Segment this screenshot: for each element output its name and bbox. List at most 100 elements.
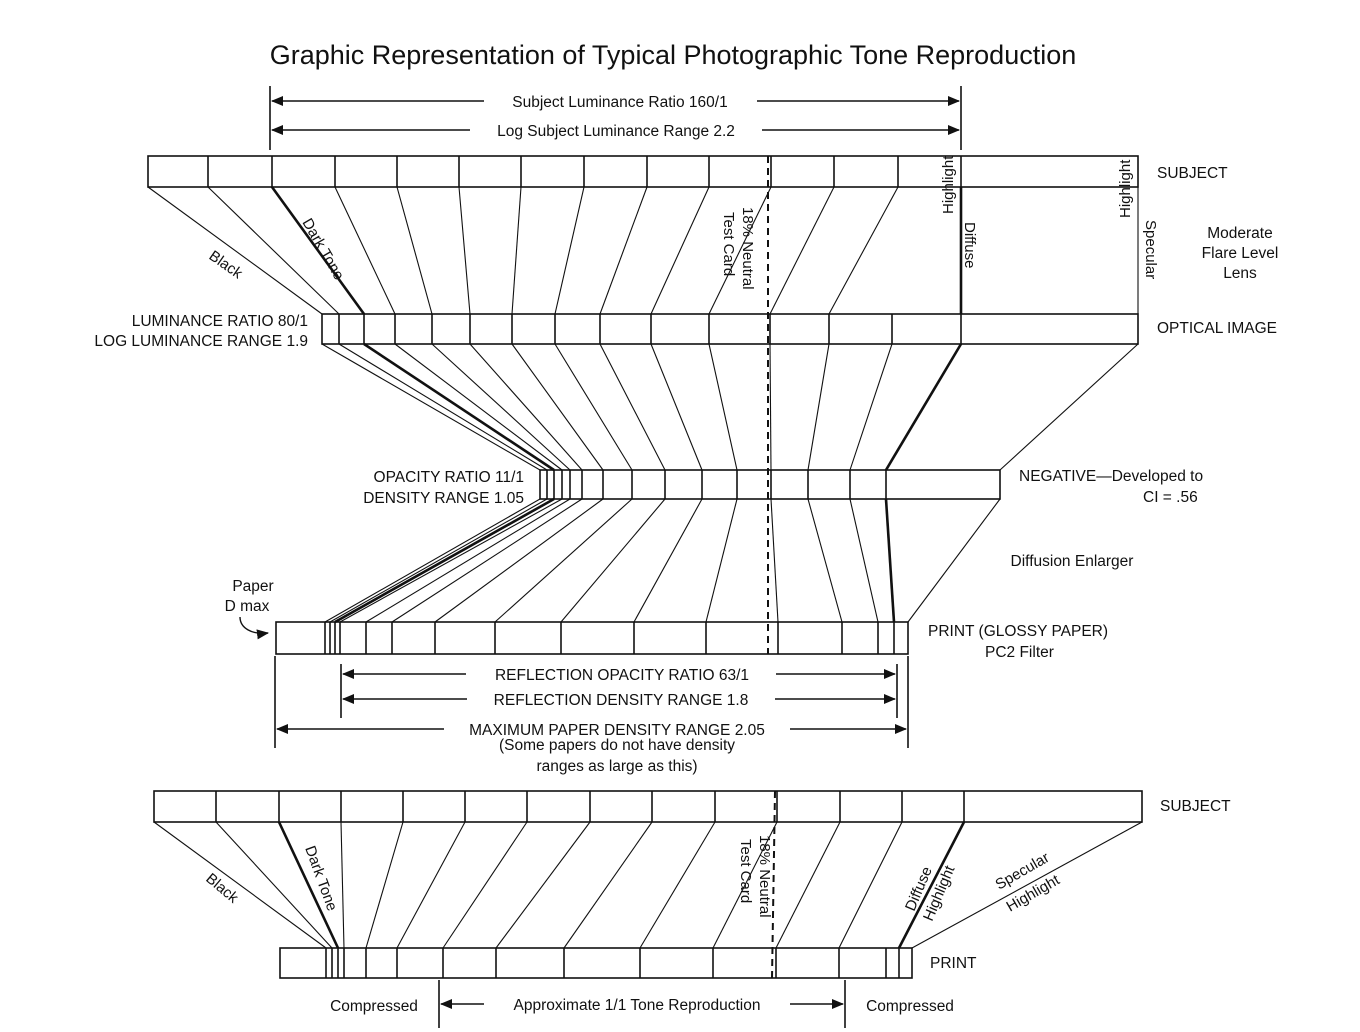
subject-to-optical-line — [769, 186, 835, 315]
subject-to-print-line — [396, 821, 466, 949]
subject-to-print-line — [563, 821, 653, 949]
bottom-neutral-label-line2: Test Card — [737, 839, 754, 903]
subject-to-print-line — [495, 821, 591, 949]
optical-to-negative-line — [708, 343, 738, 471]
subj-strip — [147, 155, 1139, 188]
subject-to-optical-line — [458, 186, 471, 315]
optical-to-negative-line — [999, 343, 1139, 471]
subject-to-print-line — [712, 821, 778, 949]
subject-luminance-ratio-label: Subject Luminance Ratio 160/1 — [512, 94, 727, 111]
neutral-card-label-line1: 18% Neutral — [739, 207, 756, 290]
paper-dmax-arrow — [239, 616, 269, 640]
negative-to-print-line — [324, 498, 541, 623]
luminance-ratio-label: LUMINANCE RATIO 80/1 — [132, 313, 308, 330]
subject-to-print-line — [215, 821, 333, 949]
optical-to-negative-line — [884, 343, 963, 471]
paper-density-note-line1: (Some papers do not have density — [499, 737, 735, 754]
negative-ci-label: CI = .56 — [1143, 489, 1198, 506]
paper-dmax-label-line1: Paper — [232, 578, 273, 595]
specular-highlight-label: Highlight — [1117, 159, 1134, 218]
optical-to-negative-line — [431, 343, 571, 471]
subject-to-optical-line — [334, 186, 396, 315]
optical-to-negative-line — [769, 343, 772, 471]
negative-to-print-line — [365, 498, 571, 623]
negative-to-print-line — [434, 498, 604, 623]
subject-to-print-line — [365, 821, 404, 949]
bottom-black-tone-label: Black — [202, 870, 241, 907]
negative-to-print-line — [339, 498, 563, 623]
optical-image-stage-label: OPTICAL IMAGE — [1157, 320, 1277, 337]
max-paper-density-range-label: MAXIMUM PAPER DENSITY RANGE 2.05 — [469, 722, 765, 739]
subject-to-print-line — [639, 821, 716, 949]
compressed-left-label: Compressed — [330, 998, 418, 1015]
dark-tone-label: Dark Tone — [299, 216, 348, 283]
paper-density-note-line2: ranges as large as this) — [536, 758, 697, 775]
subject-to-print-line — [897, 821, 966, 949]
optical-to-negative-line — [469, 343, 583, 471]
diffuse-highlight-label: Highlight — [940, 155, 957, 214]
opacity-ratio-label: OPACITY RATIO 11/1 — [374, 469, 524, 486]
negative-to-print-line — [907, 498, 1001, 623]
subject-to-optical-line — [270, 186, 366, 315]
bottom-neutral-label-line1: 18% Neutral — [756, 835, 773, 918]
negative-to-print-line — [391, 498, 583, 623]
density-range-label: DENSITY RANGE 1.05 — [363, 490, 524, 507]
opt-strip — [321, 313, 1139, 345]
log-subject-luminance-range-label: Log Subject Luminance Range 2.2 — [497, 123, 735, 140]
subject-to-optical-line — [599, 186, 648, 315]
optical-to-negative-line — [394, 343, 563, 471]
print-filter-label: PC2 Filter — [985, 644, 1054, 661]
subject-to-optical-line — [554, 186, 585, 315]
neg-strip — [539, 469, 1001, 500]
black-tone-label: Black — [206, 247, 246, 282]
neutral-card-label-line2: Test Card — [720, 212, 737, 276]
subject-to-optical-line — [708, 186, 772, 315]
reflection-opacity-ratio-label: REFLECTION OPACITY RATIO 63/1 — [495, 667, 749, 684]
optical-to-negative-line — [511, 343, 604, 471]
paper-dmax-label-line2: D max — [225, 598, 270, 615]
optical-to-negative-line — [807, 343, 830, 471]
subject-to-optical-line — [207, 186, 340, 315]
optical-to-negative-line — [338, 343, 548, 471]
subject-to-optical-line — [650, 186, 710, 315]
negative-to-print-line — [633, 498, 703, 623]
optical-to-negative-line — [599, 343, 666, 471]
subject-to-print-line — [442, 821, 528, 949]
subject-to-print-line — [838, 821, 903, 949]
subject-to-print-line — [911, 821, 1143, 949]
subject-to-print-line — [340, 821, 345, 949]
approx-tone-reproduction-label: Approximate 1/1 Tone Reproduction — [513, 997, 760, 1014]
optical-to-negative-line — [849, 343, 893, 471]
diagram-title: Graphic Representation of Typical Photog… — [270, 40, 1077, 70]
subject-to-print-line — [775, 821, 841, 949]
enlarger-label: Diffusion Enlarger — [1011, 553, 1134, 570]
negative-to-print-line — [329, 498, 548, 623]
subject-to-optical-line — [828, 186, 899, 315]
bsub-strip — [153, 790, 1143, 823]
subject-to-optical-line — [511, 186, 522, 315]
subject-to-print-line — [277, 821, 340, 949]
bprt-strip — [279, 947, 913, 979]
diffuse-tone-label: Diffuse — [961, 222, 978, 268]
subject-to-optical-line — [147, 186, 323, 315]
negative-to-print-line — [807, 498, 843, 623]
specular-tone-label: Specular — [1142, 220, 1159, 279]
optical-to-negative-line — [321, 343, 541, 471]
lens-label-line2: Flare Level — [1202, 245, 1279, 262]
print-stage-label: PRINT (GLOSSY PAPER) — [928, 623, 1108, 640]
bottom-print-label: PRINT — [930, 955, 977, 972]
negative-to-print-line — [770, 498, 779, 623]
subject-to-optical-line — [396, 186, 433, 315]
lens-label-line1: Moderate — [1207, 225, 1272, 242]
bottom-subject-label: SUBJECT — [1160, 798, 1231, 815]
negative-to-print-line — [705, 498, 738, 623]
log-luminance-range-label: LOG LUMINANCE RANGE 1.9 — [94, 333, 308, 350]
subject-stage-label: SUBJECT — [1157, 165, 1228, 182]
negative-to-print-line — [560, 498, 666, 623]
optical-to-negative-line — [363, 342, 555, 472]
reflection-density-range-label: REFLECTION DENSITY RANGE 1.8 — [494, 692, 749, 709]
optical-to-negative-line — [554, 343, 633, 471]
negative-to-print-line — [334, 497, 555, 624]
bottom-dark-tone-label: Dark Tone — [301, 844, 340, 914]
